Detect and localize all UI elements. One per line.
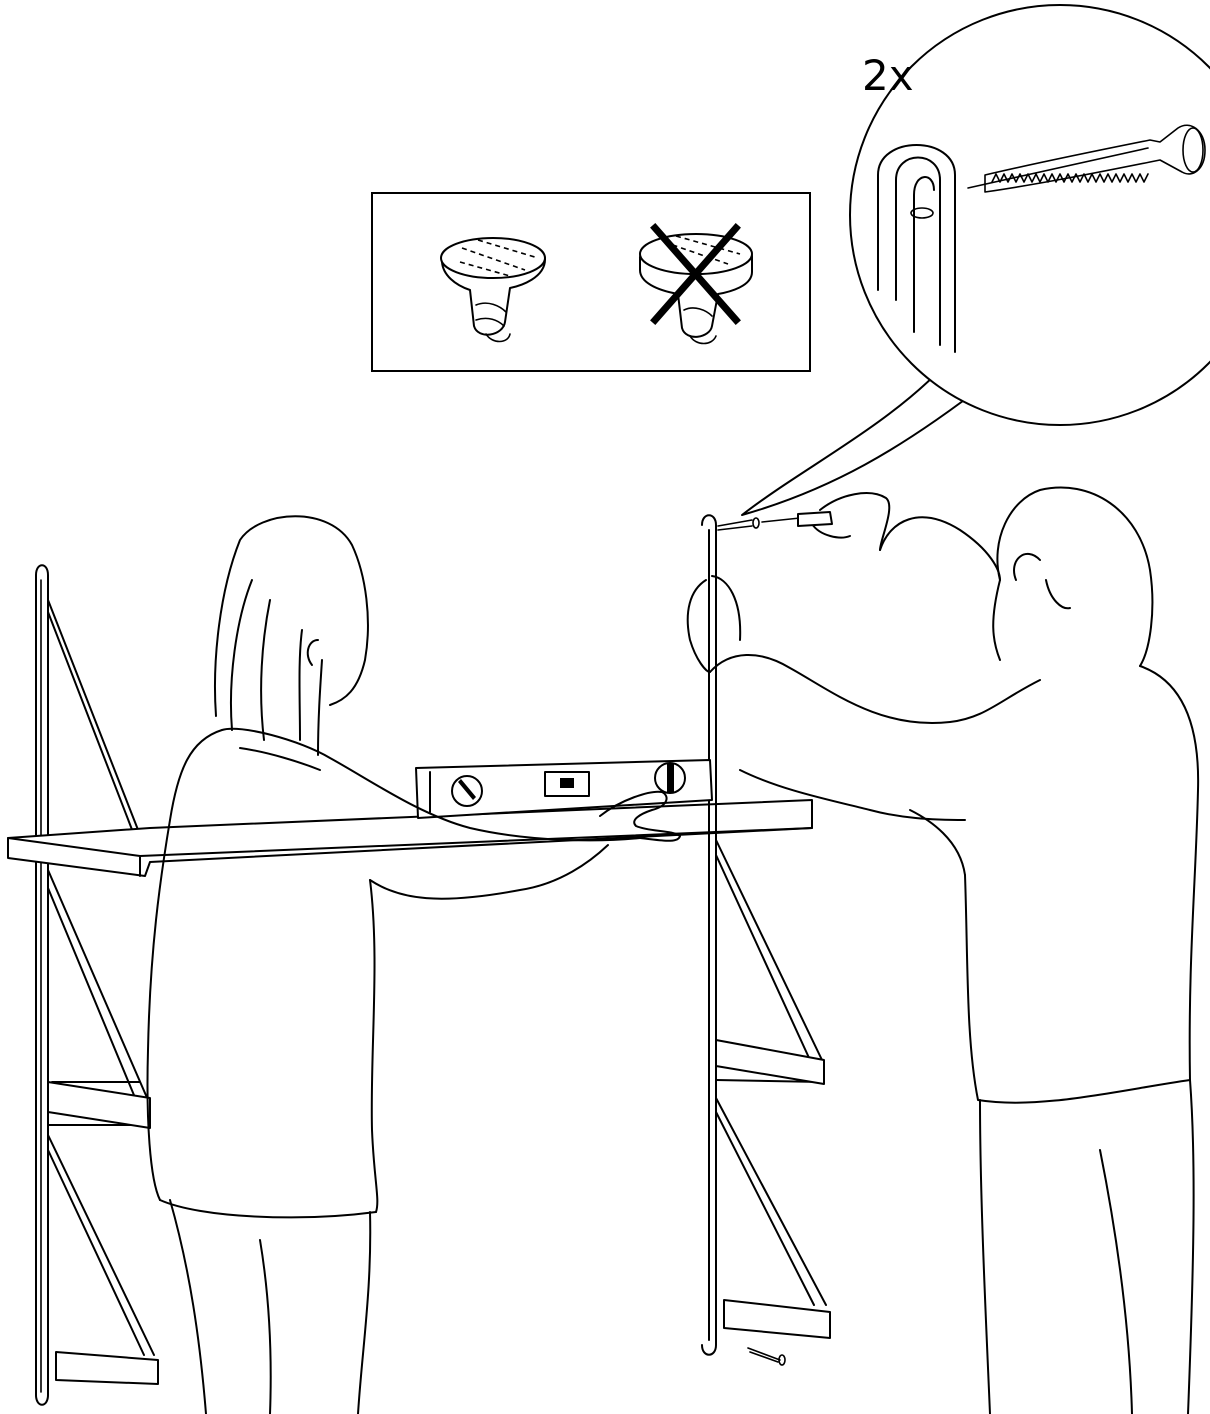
driven-screw-icon bbox=[718, 518, 759, 530]
detail-callout: 2x bbox=[742, 5, 1210, 515]
loose-screw-icon bbox=[748, 1348, 785, 1365]
screwdriver-icon bbox=[762, 512, 832, 526]
right-wall-bracket bbox=[702, 515, 830, 1365]
shelf-board bbox=[8, 800, 812, 876]
quantity-label: 2x bbox=[862, 51, 914, 100]
screw-type-panel bbox=[372, 193, 810, 371]
man-figure bbox=[688, 488, 1198, 1414]
left-wall-bracket bbox=[36, 565, 158, 1405]
woman-figure bbox=[148, 516, 681, 1414]
